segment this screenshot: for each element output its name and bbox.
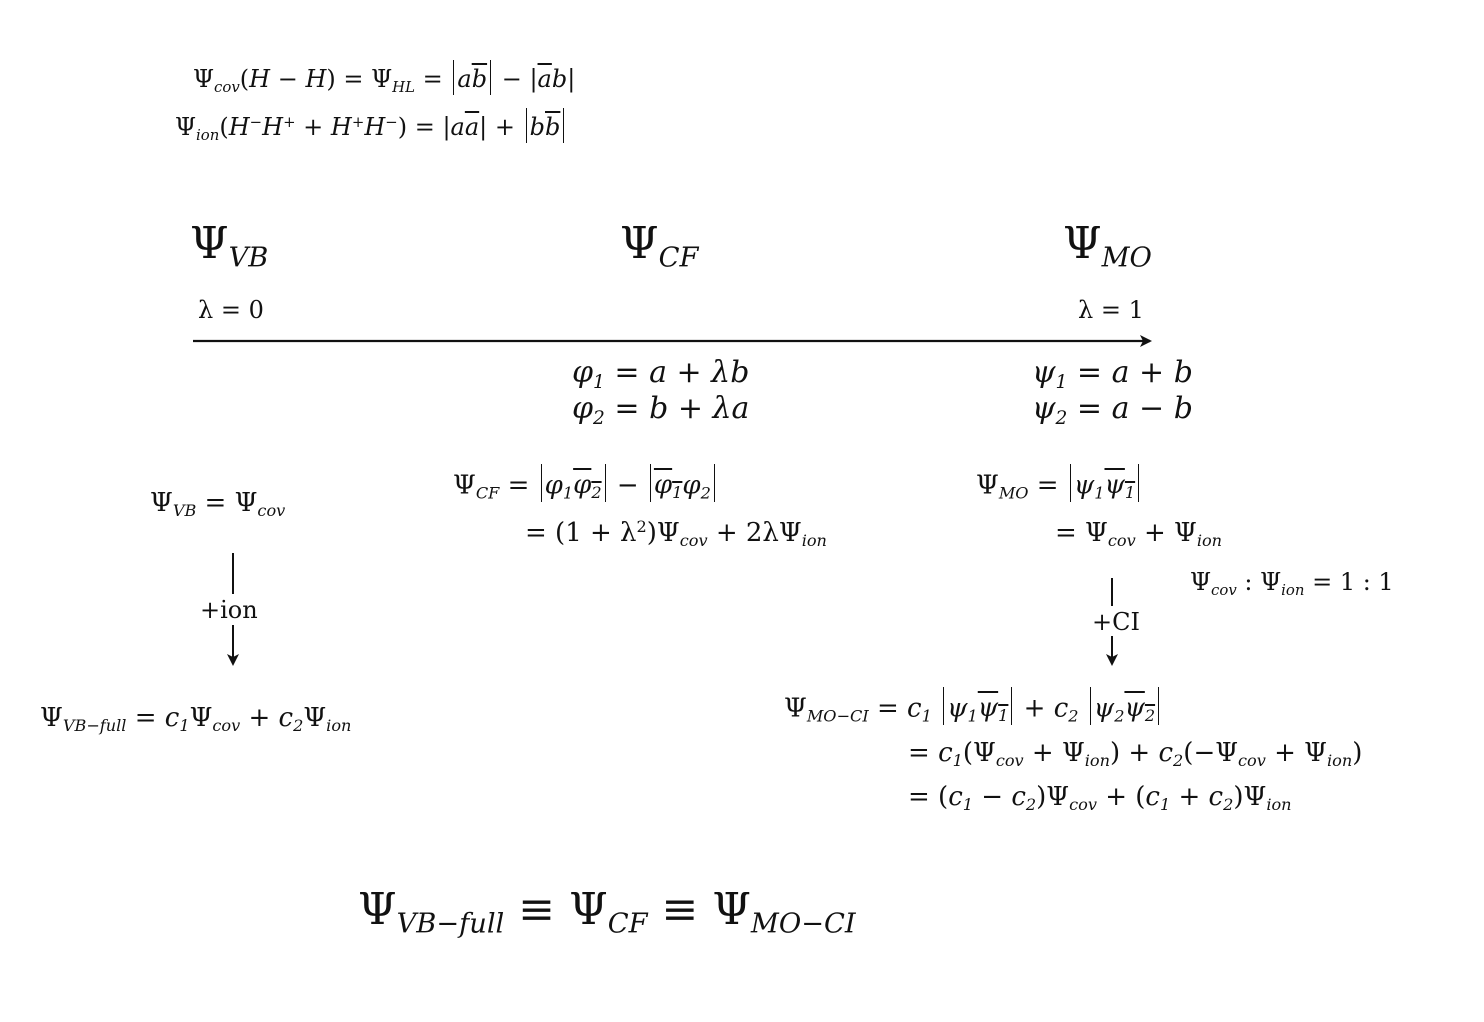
psi-cov-definition: Ψcov(H − H) = ΨHL = ab − |ab| bbox=[193, 60, 575, 95]
psi-moci-equation-line2: = c1(Ψcov + Ψion) + c2(−Ψcov + Ψion) bbox=[908, 738, 1363, 771]
psi2-definition: ψ2 = a − b bbox=[1032, 391, 1193, 429]
phi2-definition: φ2 = b + λa bbox=[572, 391, 750, 429]
psi-cf-equation-line1: ΨCF = φ1φ2 − φ1φ2 bbox=[453, 464, 718, 502]
psi-ion-definition: Ψion(H−H+ + H+H−) = |aa| + bb bbox=[175, 108, 567, 143]
psi-vb-full-equation: ΨVB−full = c1Ψcov + c2Ψion bbox=[40, 703, 352, 736]
header-psi-cf: ΨCF bbox=[620, 218, 699, 274]
psi-mo-equation-line1: ΨMO = ψ1ψ1 bbox=[976, 464, 1142, 502]
lambda-one-label: λ = 1 bbox=[1078, 296, 1144, 324]
mo-ratio: Ψcov : Ψion = 1 : 1 bbox=[1190, 568, 1394, 599]
psi-moci-equation-line1: ΨMO−CI = c1 ψ1ψ1 + c2 ψ2ψ2 bbox=[784, 687, 1162, 725]
psi-cf-equation-line2: = (1 + λ2)Ψcov + 2λΨion bbox=[525, 517, 827, 551]
header-psi-vb: ΨVB bbox=[190, 218, 269, 274]
psi1-definition: ψ1 = a + b bbox=[1032, 355, 1193, 393]
header-psi-mo: ΨMO bbox=[1063, 218, 1152, 274]
phi1-definition: φ1 = a + λb bbox=[572, 355, 750, 393]
psi-vb-equation: ΨVB = Ψcov bbox=[150, 488, 286, 521]
ion-arrow-label: +ion bbox=[200, 596, 258, 624]
psi-mo-equation-line2: = Ψcov + Ψion bbox=[1055, 518, 1223, 551]
lambda-zero-label: λ = 0 bbox=[198, 296, 264, 324]
equivalence-statement: ΨVB−full ≡ ΨCF ≡ ΨMO−CI bbox=[358, 884, 856, 940]
ci-arrow-label: +CI bbox=[1092, 608, 1140, 636]
psi-moci-equation-line3: = (c1 − c2)Ψcov + (c1 + c2)Ψion bbox=[908, 782, 1292, 815]
